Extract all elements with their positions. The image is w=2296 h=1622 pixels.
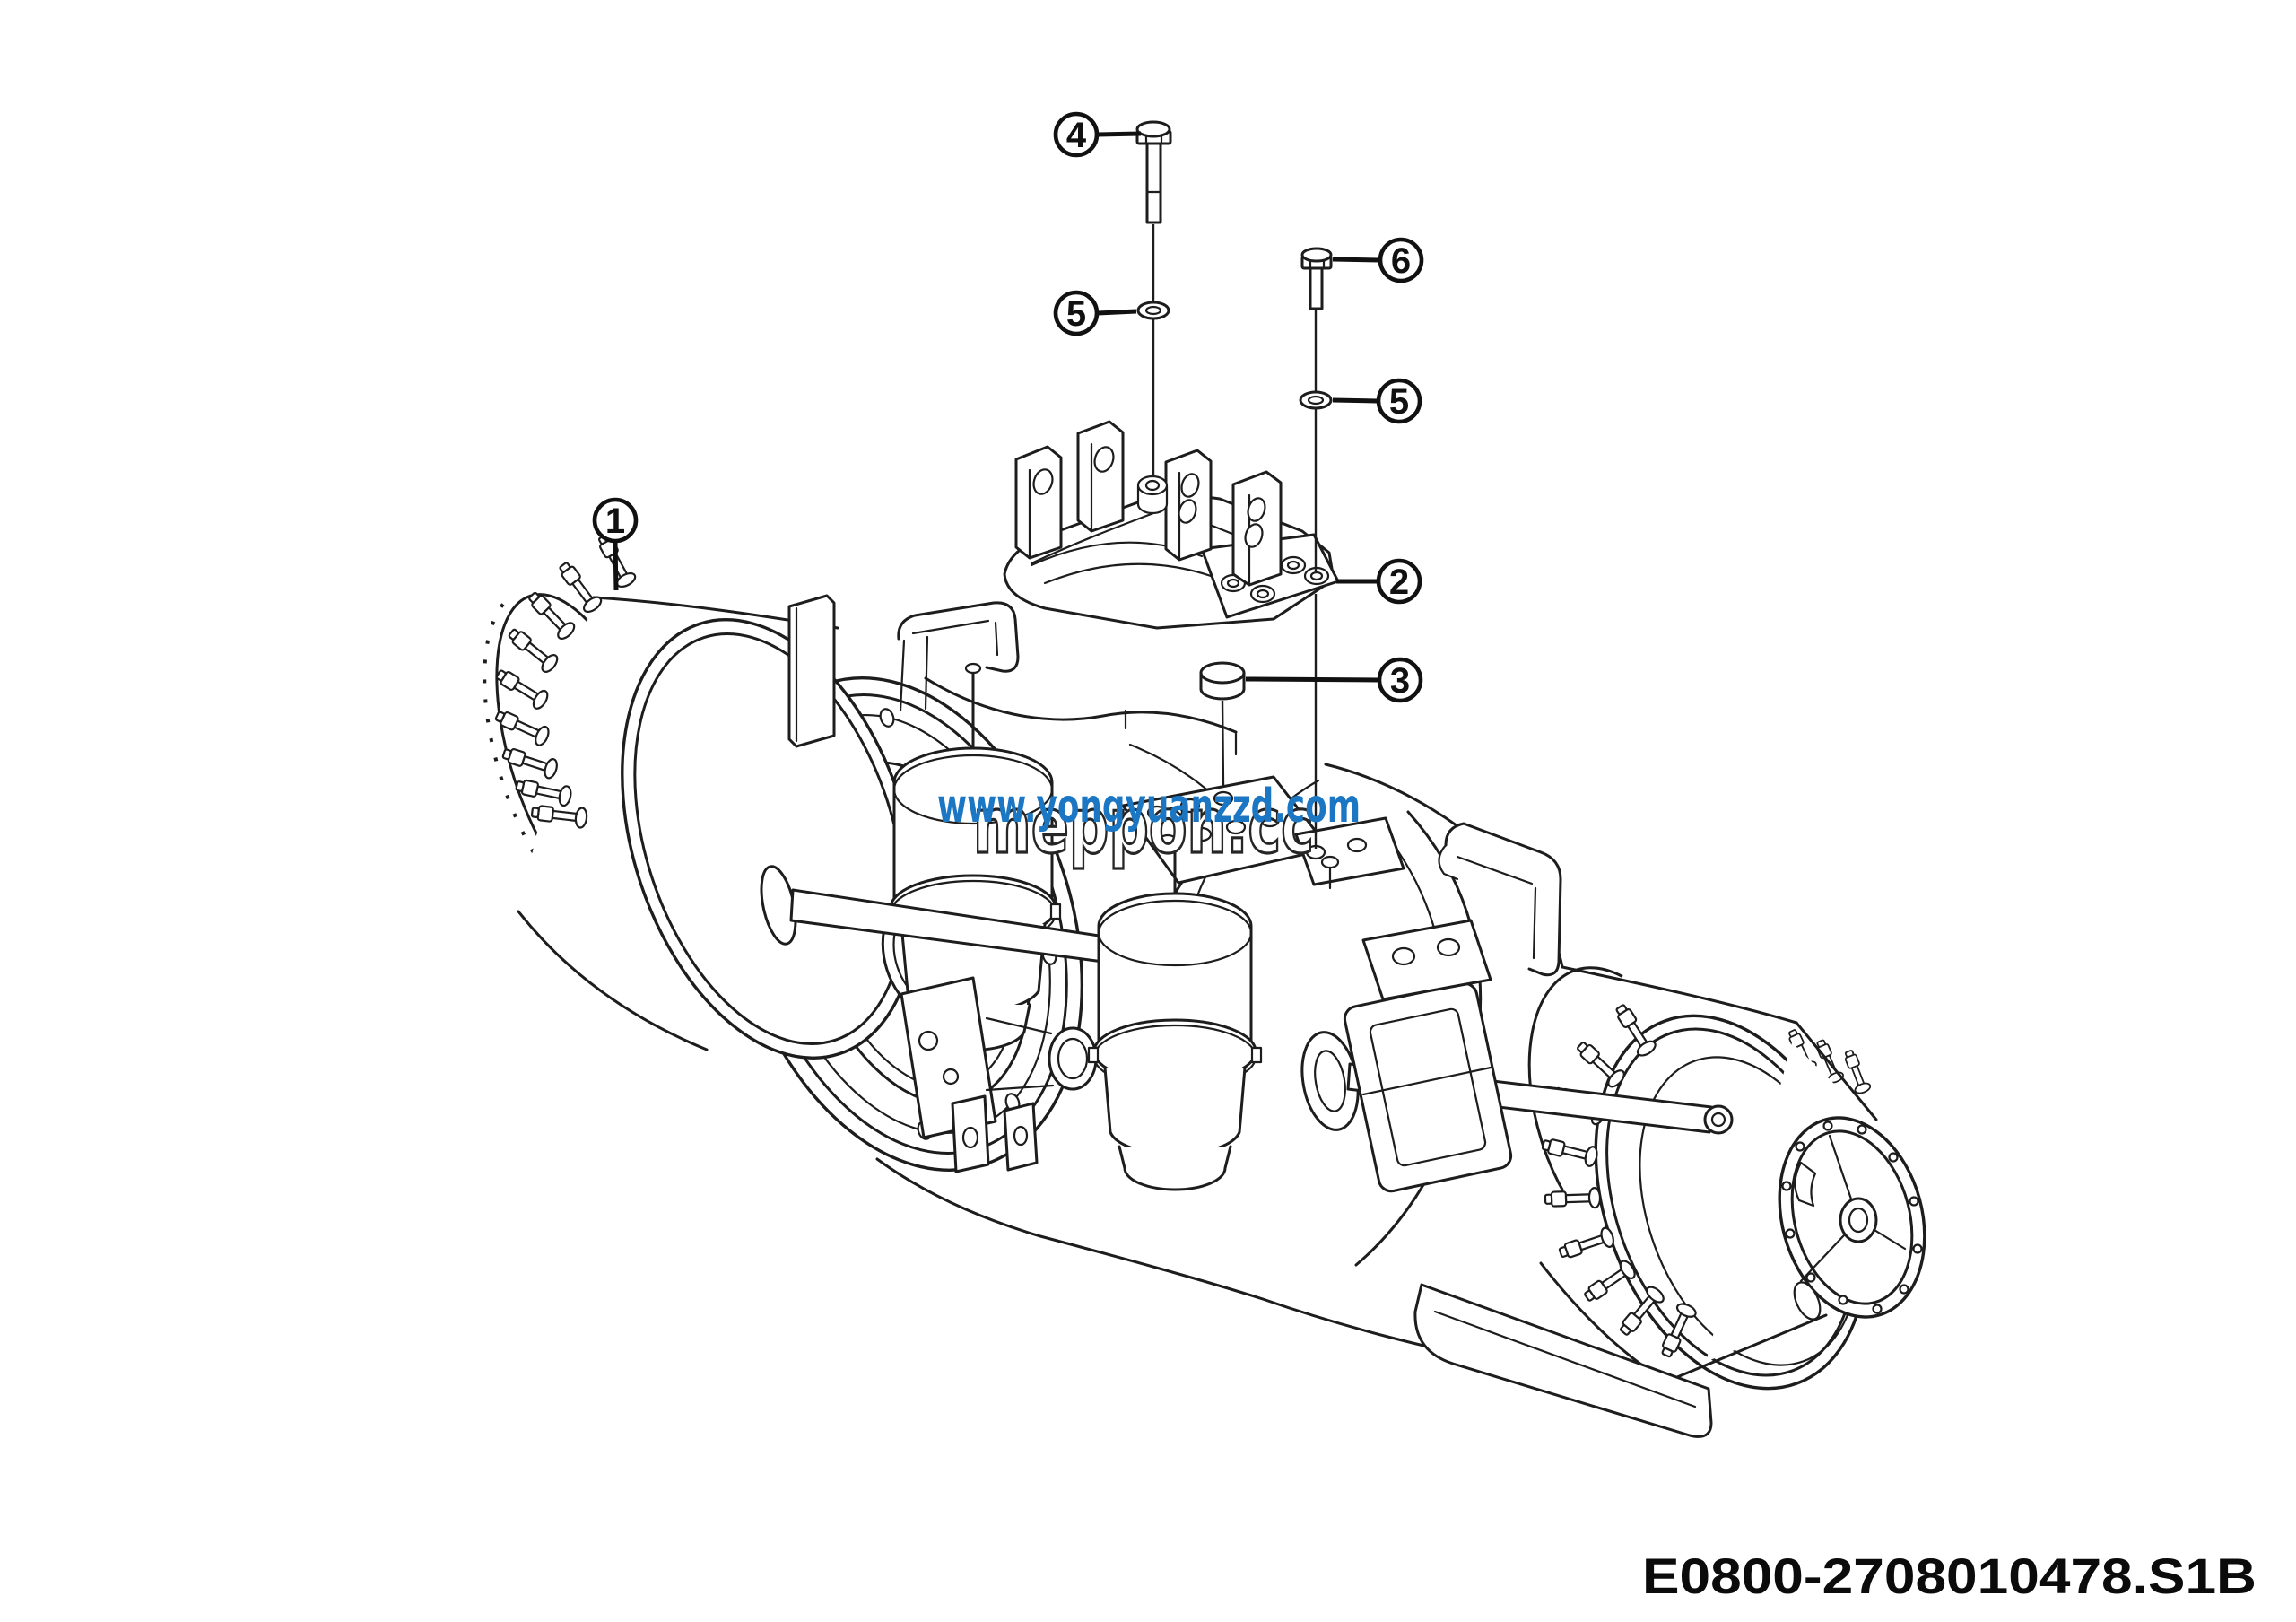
washer-part5-left [1136,301,1170,320]
svg-text:6: 6 [1391,241,1411,281]
bracket-center-boss [1136,475,1169,515]
hex-bolt-long-part4 [1135,120,1172,224]
left-lifting-hook [897,601,1020,712]
callouts: 1 4 5 6 5 2 3 [592,111,1424,703]
bracket-post [1231,470,1283,587]
right-lifting-hook [1438,822,1562,977]
chamber-bracket-post [787,594,836,748]
callout-4: 4 [1053,111,1142,158]
assembly-axis-lines [1152,224,1318,849]
callout-2: 2 [1336,558,1422,605]
callout-1: 1 [592,497,639,591]
callout-3: 3 [1245,657,1423,703]
bracket-post [1164,449,1213,562]
watermark-brand-text: meppon.cc [973,781,1314,871]
callout-6: 6 [1332,237,1424,283]
watermark: meppon.cc www.yongyuanzzd.com [937,780,1361,873]
svg-text:1: 1 [605,501,625,541]
callout-5-upper: 5 [1053,290,1137,336]
housing-stud [1320,855,1340,890]
lower-arm-plate [1413,1283,1713,1438]
part-code: E0800-2708010478.S1B [1642,1548,2257,1604]
bracket-post [1014,445,1063,560]
svg-text:2: 2 [1389,562,1409,602]
watermark-url-text: www.yongyuanzzd.com [937,780,1361,833]
right-spring-seat [1343,919,1513,1193]
bracket-post [1076,420,1125,533]
callout-5-right: 5 [1332,378,1422,424]
brake-chamber-center [1087,806,1263,1191]
hub-end-cover [1778,1116,1926,1321]
hex-bolt-short-part6 [1300,247,1333,310]
rubber-cap-part3 [1199,661,1246,701]
svg-text:4: 4 [1066,116,1087,155]
svg-text:3: 3 [1390,661,1410,701]
mounting-bracket-part2 [1003,420,1340,630]
brake-caliper-cluster [900,976,1098,1173]
washer-part5-right [1299,390,1333,410]
svg-text:5: 5 [1389,382,1409,422]
svg-text:5: 5 [1066,294,1086,334]
